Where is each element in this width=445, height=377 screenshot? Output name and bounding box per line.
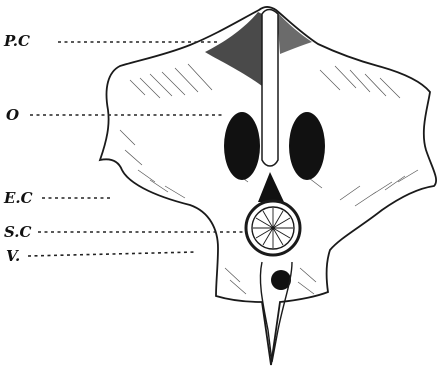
spinal-canal bbox=[246, 201, 300, 255]
label-sc: S.C bbox=[4, 223, 32, 241]
label-v: V. bbox=[6, 247, 20, 265]
label-o: O bbox=[6, 106, 19, 124]
right-opening bbox=[289, 112, 325, 180]
label-ec: E.C bbox=[3, 189, 33, 207]
left-opening bbox=[224, 112, 260, 180]
central-crest bbox=[262, 10, 278, 167]
leader-v bbox=[28, 252, 196, 256]
label-pc: P.C bbox=[3, 32, 30, 50]
